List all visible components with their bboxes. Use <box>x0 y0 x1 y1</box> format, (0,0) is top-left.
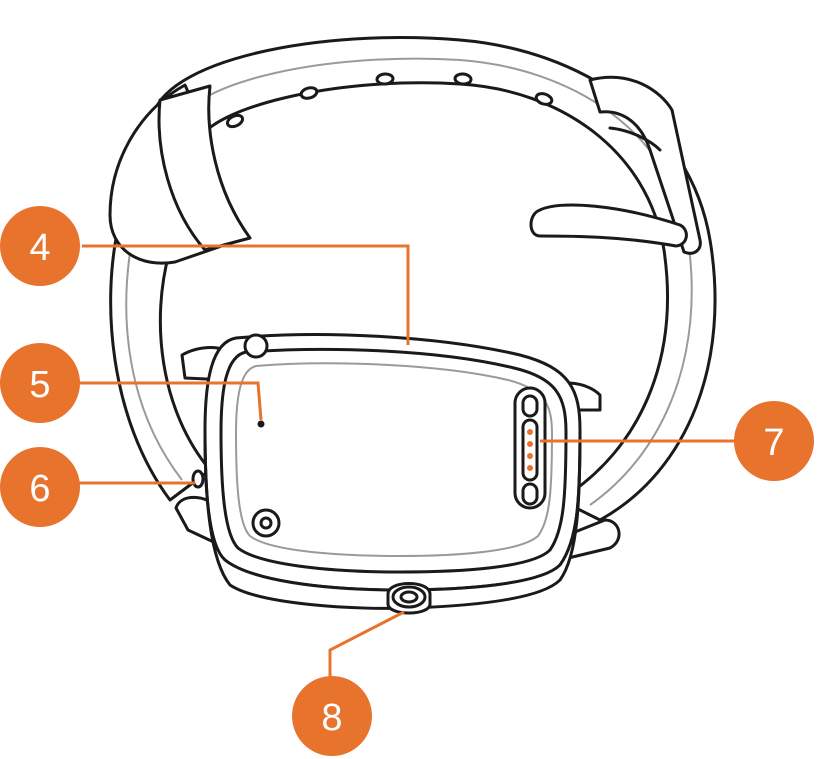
callout-label: 6 <box>29 468 50 510</box>
contact-pin <box>527 465 533 471</box>
strap-holes <box>225 72 554 129</box>
callout-label: 5 <box>29 364 50 406</box>
callout-label: 8 <box>321 697 342 739</box>
callout-4: 4 <box>0 206 80 286</box>
top-screw <box>243 333 269 359</box>
callout-8: 8 <box>292 676 372 756</box>
strap-hole <box>375 72 395 86</box>
side-hole <box>191 469 205 489</box>
contact-pin <box>527 429 533 435</box>
leader-4 <box>82 244 410 345</box>
charging-contacts <box>513 386 547 510</box>
leader-5 <box>70 381 263 421</box>
strap-hole <box>534 92 554 106</box>
strap-hole <box>299 86 319 100</box>
leader-lines <box>70 244 740 690</box>
callout-7: 7 <box>734 401 814 481</box>
crown-button <box>386 582 432 615</box>
microphone-hole <box>257 420 265 428</box>
callout-6: 6 <box>0 447 80 527</box>
strap-hole <box>225 113 245 129</box>
watch-body <box>203 333 582 610</box>
callout-5: 5 <box>0 343 80 423</box>
case-side <box>203 428 582 610</box>
bottom-screw <box>251 508 281 538</box>
contact-pin <box>527 453 533 459</box>
callout-label: 7 <box>763 422 784 464</box>
callout-label: 4 <box>29 227 50 269</box>
strap-hole <box>453 72 473 86</box>
buckle <box>529 75 702 255</box>
back-cover-outline <box>219 347 568 574</box>
contact-pin <box>527 441 533 447</box>
strap-end-left <box>108 83 252 265</box>
